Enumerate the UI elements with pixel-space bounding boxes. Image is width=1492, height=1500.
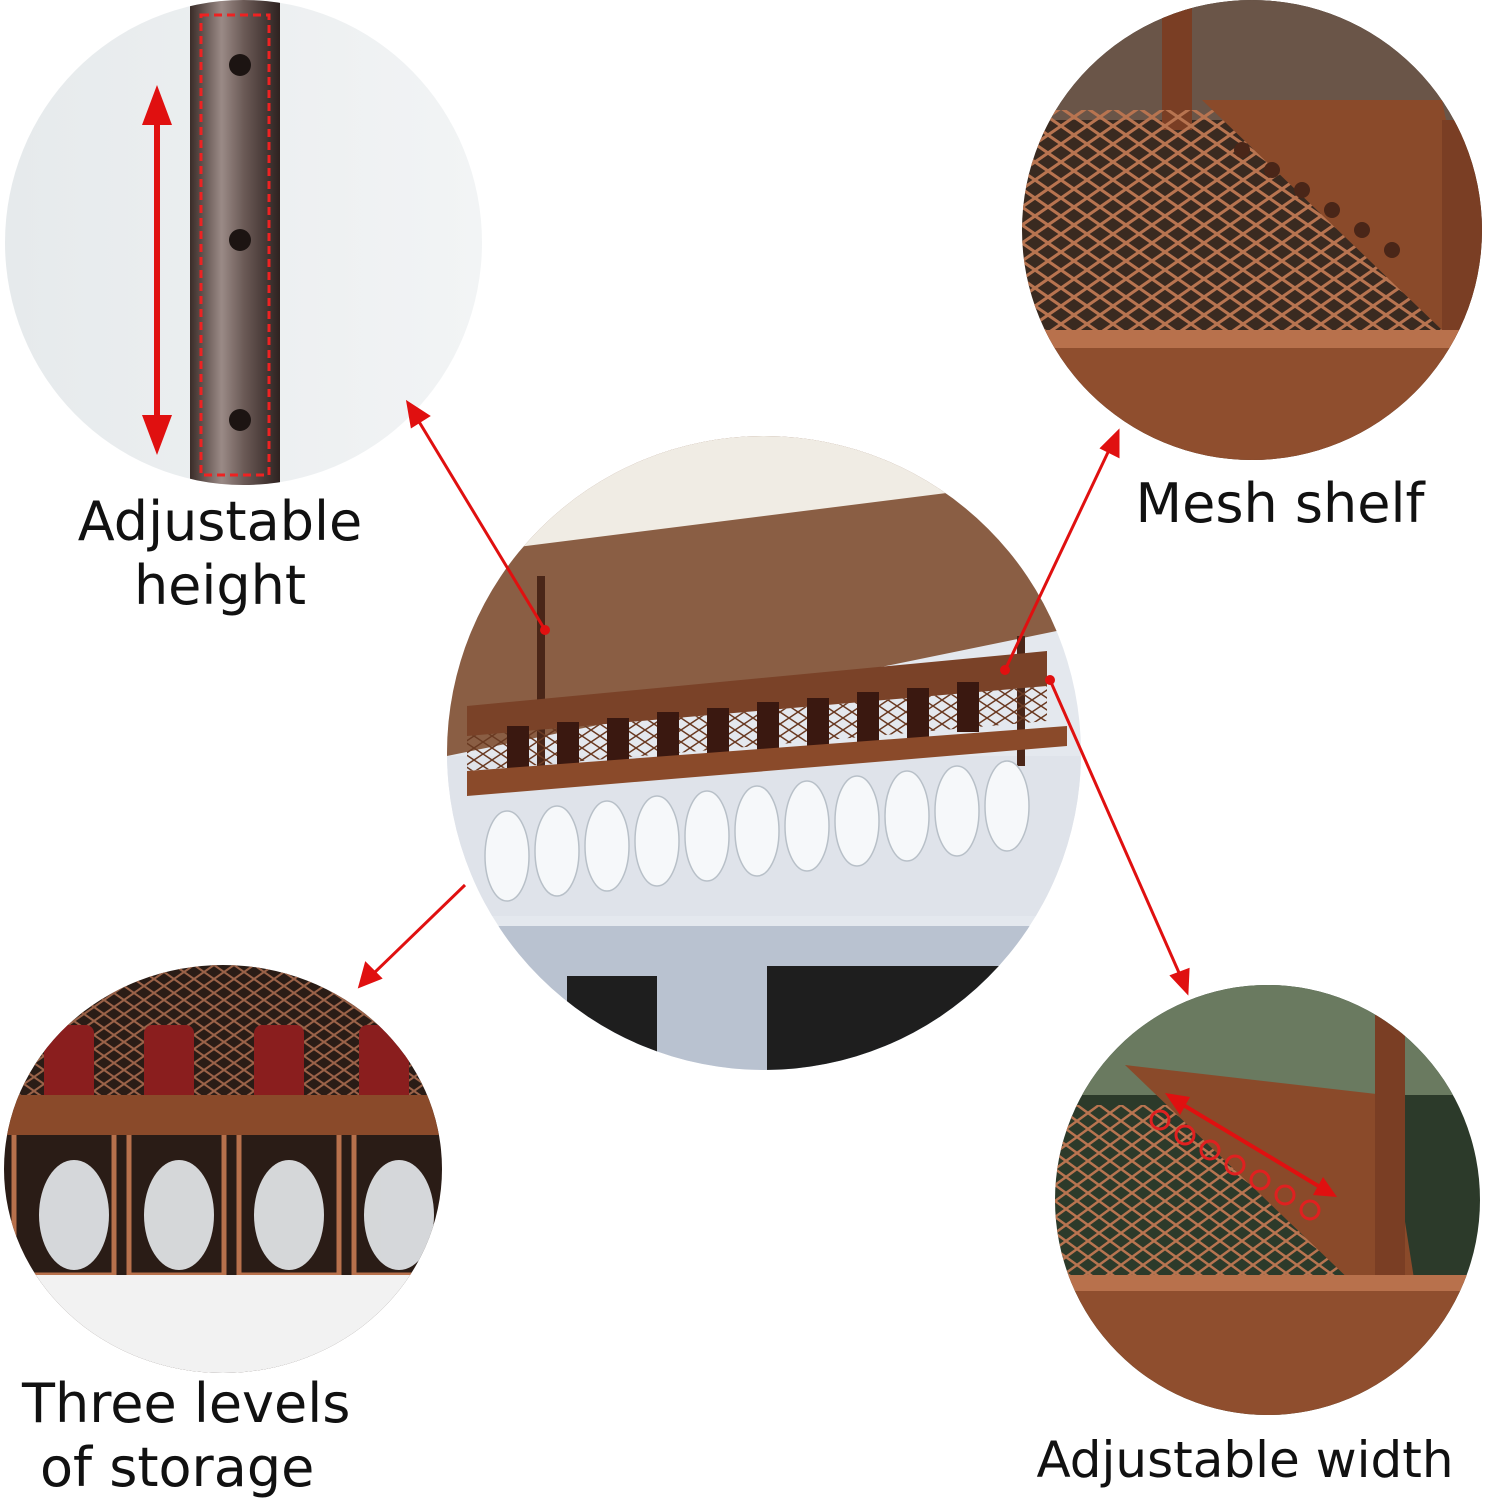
- adjustable-height-line1: Adjustable: [77, 490, 363, 553]
- three-levels-label: Three levels of storage: [0, 1372, 402, 1500]
- adjustable-height-label: Adjustable height: [30, 490, 410, 618]
- adjustable-width-label: Adjustable width: [1036, 1431, 1454, 1489]
- adjustable-height-line2: height: [133, 554, 307, 617]
- adjustable-height-closeup: [5, 0, 482, 485]
- three-levels-line1: Three levels: [22, 1372, 351, 1435]
- glass-rack-closeup: [4, 965, 442, 1373]
- width-holes-closeup: [1055, 985, 1480, 1415]
- mesh-shelf-label: Mesh shelf: [1135, 472, 1425, 535]
- adjustable-pole-icon: [5, 0, 482, 485]
- mesh-shelf-closeup: [1022, 0, 1482, 460]
- three-levels-line2: of storage: [40, 1436, 315, 1499]
- ceiling-wine-rack-photo: [447, 436, 1081, 1070]
